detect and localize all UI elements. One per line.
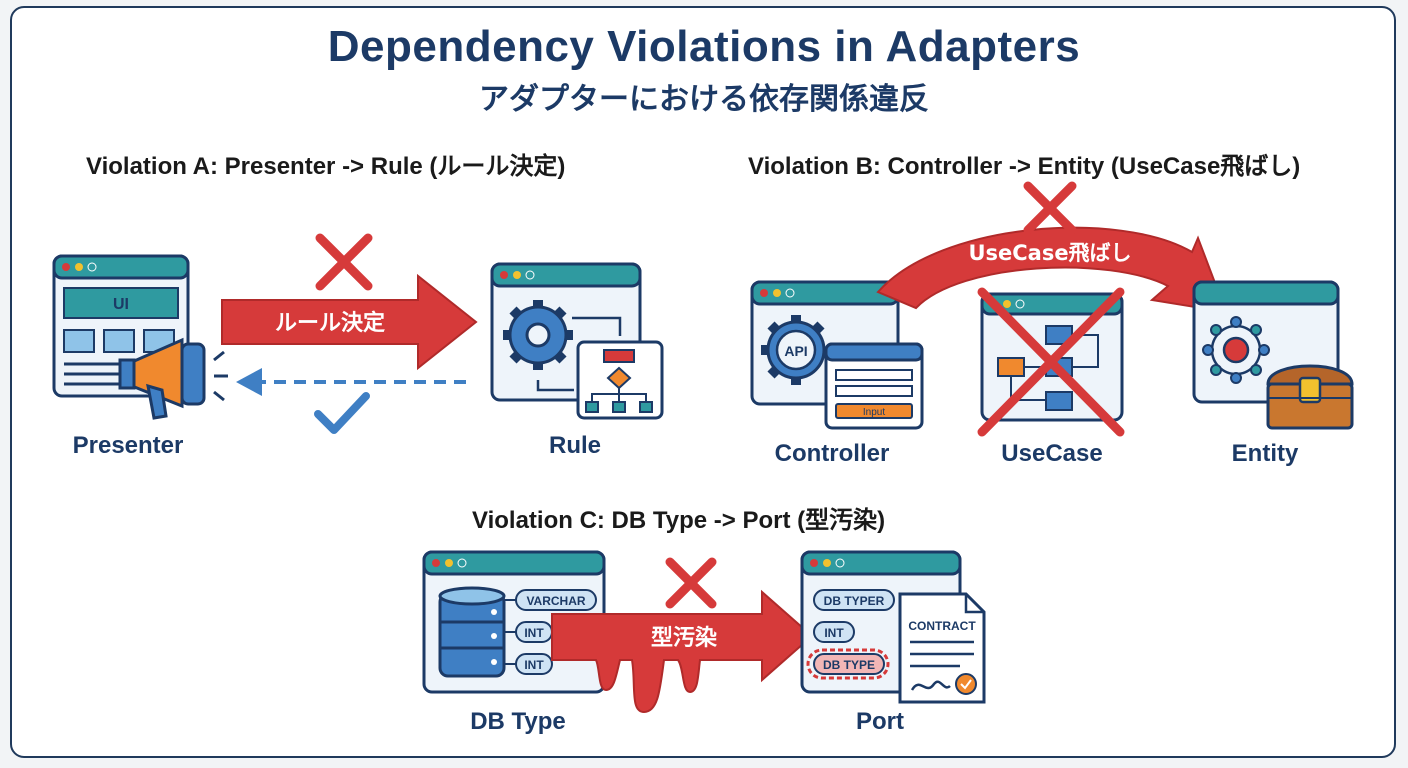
- violation-b-arrow: [876, 226, 1228, 314]
- violation-a-cross-icon: [315, 233, 373, 291]
- violation-c-arrow: [551, 589, 814, 714]
- controller-window: [750, 280, 924, 430]
- db-type-label: DB Type: [470, 708, 566, 735]
- entity-label: Entity: [1231, 440, 1299, 467]
- violation-b-heading: Violation B: Controller -> Entity (UseCa…: [748, 153, 1301, 180]
- violation-c-cross-icon: [665, 557, 717, 609]
- violation-a-arrow-label: ルール決定: [275, 310, 385, 336]
- check-icon: [314, 392, 370, 434]
- megaphone-icon: [118, 337, 228, 420]
- port-chip-db-typer: DB TYPER: [824, 594, 885, 608]
- treasure-chest-icon: [1266, 364, 1354, 430]
- allowed-arrow-head: [236, 368, 262, 396]
- db-chip-int: INT: [524, 658, 544, 672]
- usecase-cross-icon: [977, 287, 1125, 437]
- diagram-title: Dependency Violations in Adapters: [327, 22, 1081, 71]
- rule-label: Rule: [548, 432, 601, 459]
- rule-window: [490, 262, 664, 420]
- diagram-subtitle: アダプターにおける依存関係違反: [479, 83, 929, 116]
- contract-document-icon: [898, 592, 986, 704]
- violation-c-heading: Violation C: DB Type -> Port (型汚染): [472, 507, 886, 534]
- api-gear-icon: [761, 315, 826, 385]
- port-label: Port: [856, 708, 904, 735]
- db-chip-varchar: VARCHAR: [526, 594, 585, 608]
- violation-a-heading: Violation A: Presenter -> Rule (ルール決定): [86, 153, 566, 180]
- ui-box-label: UI: [113, 296, 129, 313]
- port-chip-db-type: DB TYPE: [823, 658, 875, 672]
- presenter-label: Presenter: [72, 432, 184, 459]
- controller-label: Controller: [774, 440, 890, 467]
- gear-icon: [503, 300, 573, 370]
- presenter-window: [52, 254, 190, 398]
- database-icon: [438, 586, 506, 678]
- violation-c-arrow-label: 型汚染: [651, 625, 717, 651]
- usecase-label: UseCase: [1001, 440, 1103, 467]
- api-label: API: [784, 343, 807, 359]
- input-button-label: Input: [863, 407, 885, 418]
- contract-label: CONTRACT: [908, 619, 976, 633]
- violation-a-arrow: [221, 273, 478, 371]
- violation-b-cross-icon: [1023, 181, 1077, 235]
- db-chip-int: INT: [524, 626, 544, 640]
- port-chip-int: INT: [824, 626, 844, 640]
- violation-b-arrow-label: UseCase飛ばし: [968, 241, 1131, 265]
